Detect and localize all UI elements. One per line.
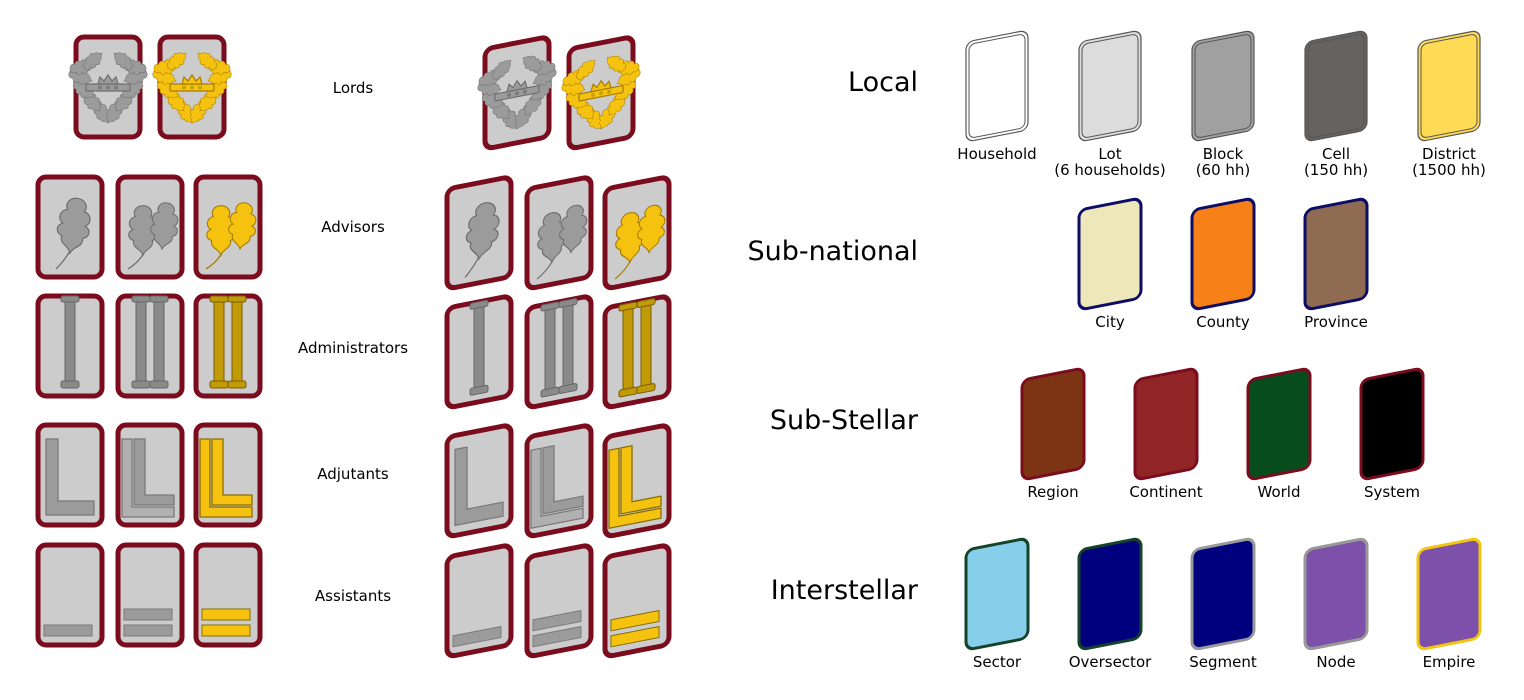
swatch-label: Node xyxy=(1316,653,1355,671)
swatch-label: Continent xyxy=(1129,483,1202,501)
l-bar-icon xyxy=(608,444,662,529)
lords-patch xyxy=(151,34,234,140)
level-title: Local xyxy=(848,67,918,98)
bar-icon xyxy=(610,609,660,648)
bar-icon xyxy=(532,609,582,648)
level-swatch xyxy=(1190,197,1256,311)
oak-leaf-icon xyxy=(536,203,590,280)
lords-patch-slanted xyxy=(560,35,643,151)
advisor-patch xyxy=(115,174,185,280)
level-swatch xyxy=(1078,30,1142,142)
adjutant-patch-slanted xyxy=(444,423,514,539)
level-title: Interstellar xyxy=(771,575,919,606)
swatch-label: City xyxy=(1095,313,1125,331)
level-swatch xyxy=(1133,367,1199,481)
administrator-patch xyxy=(35,293,105,399)
oak-leaf-icon xyxy=(462,201,504,278)
advisor-patch-slanted xyxy=(524,175,594,291)
adjutant-patch xyxy=(193,422,263,528)
level-title: Sub-national xyxy=(747,236,918,267)
swatch-label: Household xyxy=(957,145,1036,163)
l-bar-icon xyxy=(199,438,253,518)
swatch-label: Province xyxy=(1304,313,1368,331)
level-swatch xyxy=(1246,367,1312,481)
swatch-label: (60 hh) xyxy=(1196,161,1251,179)
adjutant-patch xyxy=(115,422,185,528)
rank-label-assistants: Assistants xyxy=(315,587,391,605)
rank-label-lords: Lords xyxy=(333,79,374,97)
administrator-patch xyxy=(115,293,185,399)
bar-icon xyxy=(452,625,502,648)
bar-icon xyxy=(123,608,173,637)
assistant-patch-slanted xyxy=(444,543,514,659)
l-bar-icon xyxy=(121,438,175,518)
level-swatch xyxy=(1304,30,1368,142)
swatch-label: County xyxy=(1196,313,1250,331)
level-swatch xyxy=(1077,537,1143,651)
advisor-patch xyxy=(193,174,263,280)
administrator-patch-slanted xyxy=(602,294,672,410)
administrator-patch xyxy=(193,293,263,399)
adjutant-patch-slanted xyxy=(524,423,594,539)
assistant-patch xyxy=(35,542,105,648)
swatch-label: Segment xyxy=(1189,653,1257,671)
oak-leaf-icon xyxy=(614,203,668,280)
assistant-patch xyxy=(193,542,263,648)
assistant-patch-slanted xyxy=(602,543,672,659)
swatch-label: (1500 hh) xyxy=(1412,161,1486,179)
rank-label-advisors: Advisors xyxy=(321,218,385,236)
adjutant-patch xyxy=(35,422,105,528)
rank-label-adjutants: Adjutants xyxy=(317,465,389,483)
level-swatch xyxy=(1359,367,1425,481)
advisor-patch-slanted xyxy=(602,175,672,291)
lords-patch xyxy=(67,34,150,140)
oak-leaf-icon xyxy=(127,200,181,270)
level-swatch xyxy=(1191,30,1255,142)
level-swatch xyxy=(964,537,1030,651)
swatch-label: System xyxy=(1364,483,1420,501)
swatch-label: Block xyxy=(1203,145,1244,163)
swatch-label: Cell xyxy=(1322,145,1350,163)
swatch-label: World xyxy=(1258,483,1301,501)
assistant-patch xyxy=(115,542,185,648)
bar-icon xyxy=(201,608,251,637)
advisor-patch xyxy=(35,174,105,280)
swatch-label: (6 households) xyxy=(1054,161,1165,179)
administrator-patch-slanted xyxy=(524,294,594,410)
assistant-patch-slanted xyxy=(524,543,594,659)
swatch-label: Region xyxy=(1027,483,1078,501)
swatch-label: Oversector xyxy=(1069,653,1152,671)
advisor-patch-slanted xyxy=(444,175,514,291)
level-swatch xyxy=(1020,367,1086,481)
level-swatch xyxy=(1190,537,1256,651)
level-swatch xyxy=(1303,197,1369,311)
lords-patch-slanted xyxy=(476,35,559,151)
oak-leaf-icon xyxy=(53,195,95,270)
bar-icon xyxy=(43,624,93,637)
oak-leaf-icon xyxy=(205,200,259,270)
level-swatch xyxy=(1417,30,1481,142)
level-swatch xyxy=(1416,537,1482,651)
swatch-label: Lot xyxy=(1098,145,1121,163)
swatch-label: Sector xyxy=(973,653,1022,671)
swatch-label: (150 hh) xyxy=(1304,161,1368,179)
l-bar-icon xyxy=(454,446,504,527)
adjutant-patch-slanted xyxy=(602,423,672,539)
level-swatch xyxy=(965,30,1029,142)
insignia-grid xyxy=(35,34,672,659)
l-bar-icon xyxy=(45,438,95,516)
swatch-label: District xyxy=(1422,145,1476,163)
level-swatch xyxy=(1077,197,1143,311)
swatch-label: Empire xyxy=(1423,653,1476,671)
administrator-patch-slanted xyxy=(444,294,514,410)
level-title: Sub-Stellar xyxy=(770,405,919,436)
l-bar-icon xyxy=(530,444,584,529)
rank-label-administrators: Administrators xyxy=(298,339,408,357)
level-swatch xyxy=(1303,537,1369,651)
